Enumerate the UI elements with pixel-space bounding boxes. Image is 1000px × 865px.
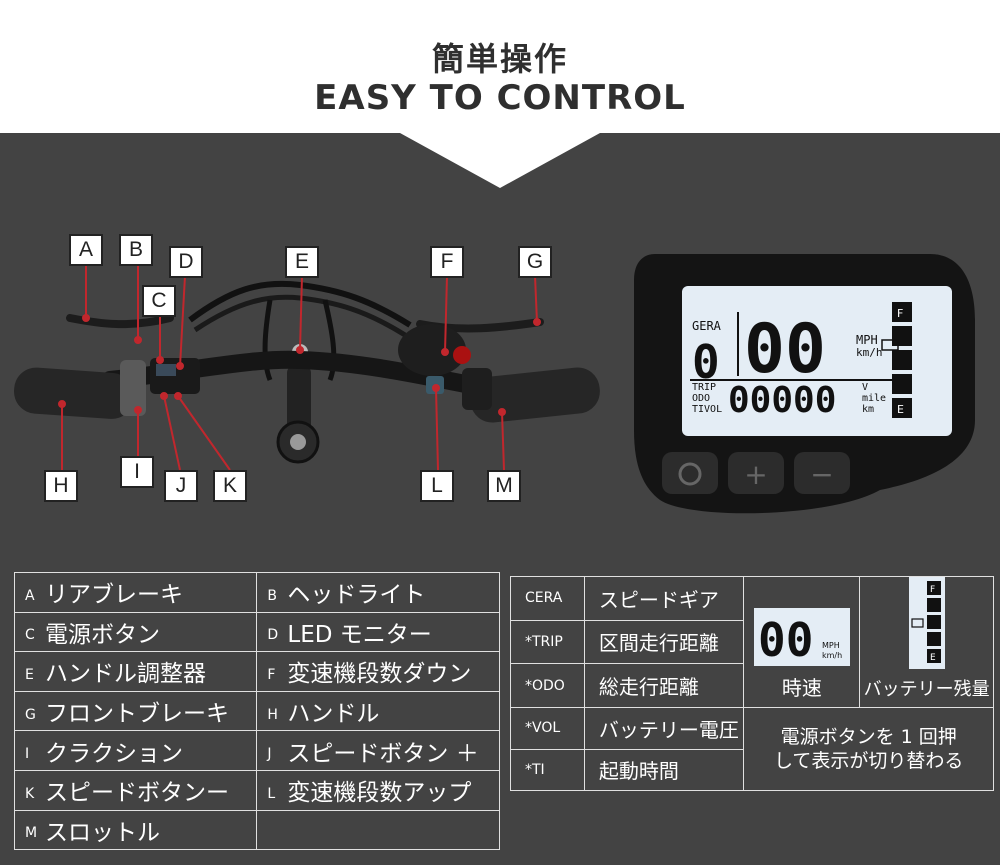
mini-battery-gauge: F E — [908, 577, 945, 669]
mode-abbr: CERA — [510, 576, 585, 621]
mode-abbr: *TI — [510, 748, 585, 792]
lcd-trip-label: TRIP — [692, 382, 716, 393]
speed-label: 時速 — [781, 676, 822, 700]
mode-desc: 総走行距離 — [583, 663, 745, 708]
mode-abbr: *ODO — [510, 663, 585, 708]
handlebar-illustration — [14, 266, 600, 471]
empty-cell — [256, 809, 500, 851]
lcd-tivol-label: TIVOL — [692, 404, 722, 415]
switch-note: 電源ボタンを 1 回押 して表示が切り替わる — [743, 706, 994, 792]
callout-f: F — [430, 246, 464, 278]
callout-j: J — [164, 470, 198, 502]
mini-speed-digits: 00 — [758, 613, 813, 666]
mode-desc: スピードギア — [583, 576, 745, 621]
callout-k: K — [213, 470, 247, 502]
callout-h: H — [44, 470, 78, 502]
callout-d: C — [142, 285, 176, 317]
handlebar-diagram: A B D C E F G H I J K L M — [0, 200, 620, 530]
mini-battery-empty: E — [930, 653, 936, 663]
callout-a: A — [69, 234, 103, 266]
display-modes-table: CERA スピードギア 00 MPH km/h 時速 F E — [510, 576, 994, 792]
header-background — [0, 0, 1000, 188]
lcd-unit-km: km — [862, 404, 874, 415]
callout-m: M — [487, 470, 521, 502]
title-english: EASY TO CONTROL — [314, 78, 686, 118]
lcd-battery-gauge: F E — [892, 302, 912, 418]
title-japanese: 簡単操作 — [431, 40, 568, 78]
lcd-display: GERA 0 00 MPH km/h TRIP ODO TIVOL 00000 … — [634, 254, 975, 514]
lcd-mph: MPH — [856, 333, 878, 347]
mini-battery-full: F — [930, 585, 935, 595]
lcd-unit-mile: mile — [862, 393, 886, 404]
callout-c: D — [169, 246, 203, 278]
mini-speed-display: 00 MPH km/h — [753, 608, 850, 666]
lcd-speed-digits: 00 — [744, 310, 826, 389]
battery-icon — [881, 339, 899, 351]
lcd-display-unit: GERA 0 00 MPH km/h TRIP ODO TIVOL 00000 … — [630, 250, 980, 520]
power-icon — [678, 462, 702, 486]
mode-abbr: *VOL — [510, 707, 585, 750]
mode-desc: 起動時間 — [583, 748, 745, 792]
mode-desc: バッテリー電圧 — [583, 707, 745, 750]
lcd-unit-v: V — [862, 382, 868, 393]
lcd-odo-digits: 00000 — [728, 380, 836, 421]
mini-mph: MPH — [822, 641, 840, 650]
callout-l: L — [420, 470, 454, 502]
lcd-battery-empty: E — [897, 403, 904, 416]
plus-icon: + — [744, 458, 767, 491]
battery-icon — [911, 618, 924, 628]
mode-desc: 区間走行距離 — [583, 619, 745, 665]
battery-cell: F E バッテリー残量 — [859, 576, 994, 708]
lcd-odo-label: ODO — [692, 393, 710, 404]
callout-b: B — [119, 234, 153, 266]
minus-icon: − — [810, 458, 833, 491]
lcd-gera-label: GERA — [692, 319, 722, 333]
lcd-buttons: + − — [662, 452, 850, 494]
battery-label: バッテリー残量 — [863, 679, 990, 700]
lcd-battery-full: F — [897, 307, 903, 320]
callout-g: G — [518, 246, 552, 278]
mini-kmh: km/h — [822, 651, 842, 660]
note-line-1: 電源ボタンを 1 回押 — [780, 726, 957, 749]
speed-cell: 00 MPH km/h 時速 — [743, 576, 861, 708]
header: 簡単操作 EASY TO CONTROL — [0, 0, 1000, 190]
lcd-kmh: km/h — [856, 346, 883, 359]
note-line-2: して表示が切り替わる — [774, 750, 964, 773]
mode-abbr: *TRIP — [510, 619, 585, 665]
callout-e: E — [285, 246, 319, 278]
callout-i: I — [120, 456, 154, 488]
